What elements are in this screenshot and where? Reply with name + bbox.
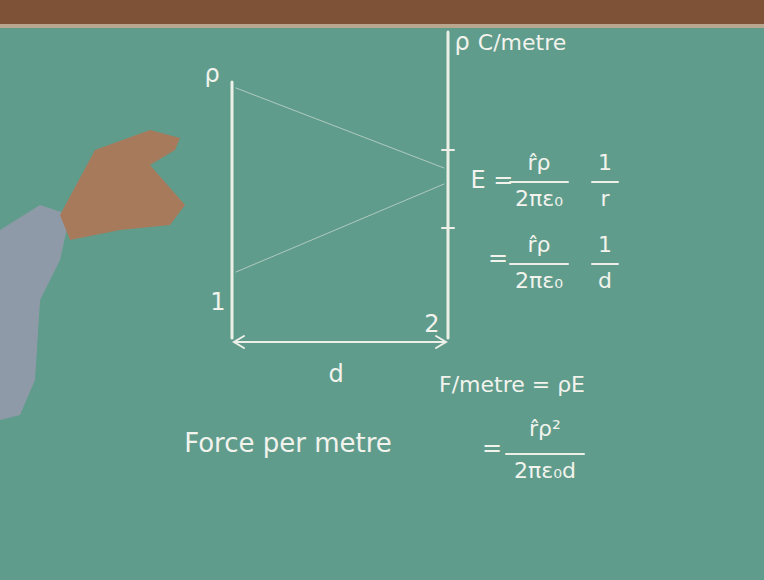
sleeve <box>0 205 70 420</box>
line-charge-1 <box>231 82 234 338</box>
fraction-bar <box>510 263 568 265</box>
force-equation: F/metre = ρE <box>439 374 585 396</box>
tick-mark <box>442 227 454 229</box>
unit-label: C/metre <box>478 32 566 54</box>
hand <box>60 130 185 240</box>
distance-arrow <box>236 341 444 343</box>
field-line <box>236 184 444 272</box>
field-line <box>236 88 444 168</box>
distance-label: d <box>328 362 343 386</box>
denominator: 2πε₀d <box>514 460 576 482</box>
denominator: d <box>598 270 612 292</box>
denominator: 2πε₀ <box>515 188 563 210</box>
numerator: r̂ρ <box>527 234 550 256</box>
line-number: 2 <box>424 312 439 336</box>
frame-edge <box>0 24 764 28</box>
equals-sign: = <box>482 436 502 460</box>
numerator: r̂ρ² <box>529 418 561 440</box>
line-number: 1 <box>210 290 225 314</box>
numerator: r̂ρ <box>527 152 550 174</box>
field-symbol: E = <box>471 168 514 192</box>
denominator: 2πε₀ <box>515 270 563 292</box>
equals-sign: = <box>488 246 508 270</box>
board-frame <box>0 0 764 26</box>
fraction-bar <box>510 181 568 183</box>
fraction-bar <box>592 181 618 183</box>
caption-note: Force per metre <box>184 430 392 456</box>
charge-density: ρ <box>454 30 469 54</box>
arrow-head <box>436 336 446 348</box>
numerator: 1 <box>598 152 612 174</box>
charge-density: ρ <box>204 62 219 86</box>
line-charge-2 <box>447 32 450 338</box>
fraction-bar <box>592 263 618 265</box>
tick-mark <box>442 149 454 151</box>
denominator: r <box>600 188 609 210</box>
numerator: 1 <box>598 234 612 256</box>
arrow-head <box>234 336 244 348</box>
fraction-bar <box>506 453 584 455</box>
